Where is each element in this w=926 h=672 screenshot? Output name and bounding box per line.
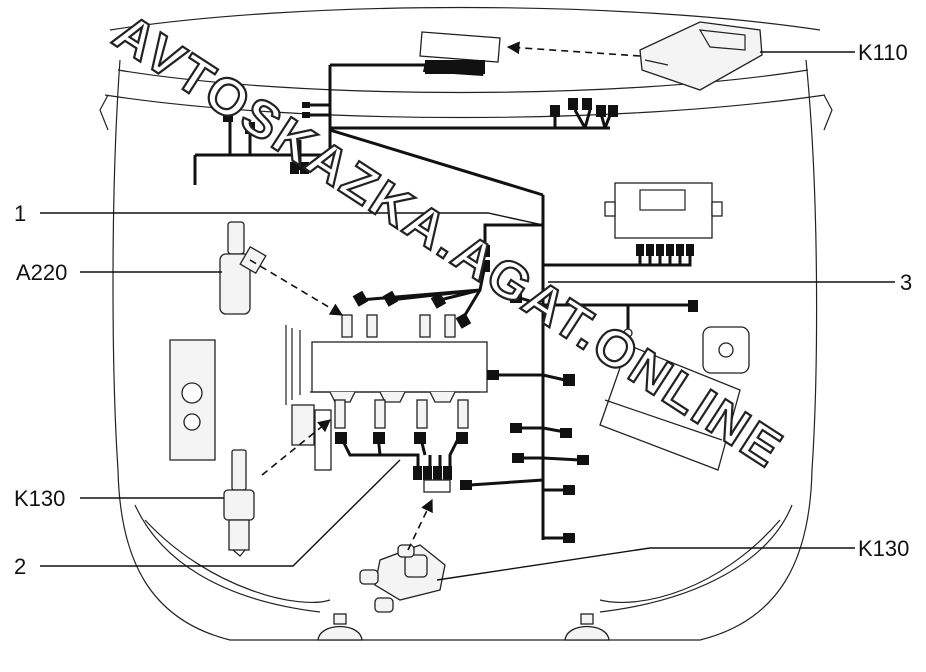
battery-box [599,344,741,471]
distributor-k130 [359,544,446,613]
fuel-injectors [341,314,456,338]
front-lamp-left [317,613,363,641]
label-k110: K110 [858,40,908,65]
engine-block [285,325,488,471]
spark-plugs-installed [334,399,469,429]
leader-lines [40,51,895,581]
car-body-outline [99,6,833,641]
ecu-module-k110 [639,21,763,91]
dashed-arrows [249,41,641,551]
label-a220: A220 [16,260,67,285]
injector-a220 [219,221,267,315]
label-k130-left: K130 [14,486,65,511]
spark-plug-k130 [223,449,255,557]
label-k130-right: K130 [858,536,909,561]
label-1: 1 [14,201,26,226]
label-2: 2 [14,554,26,579]
left-strut-plate [169,339,216,461]
control-unit-right [604,182,723,239]
arrow-head-icon [506,41,641,57]
fuse-round-part [702,326,750,374]
harness-connectors [223,60,698,543]
front-lamp-right [564,613,610,641]
label-3: 3 [900,270,912,295]
